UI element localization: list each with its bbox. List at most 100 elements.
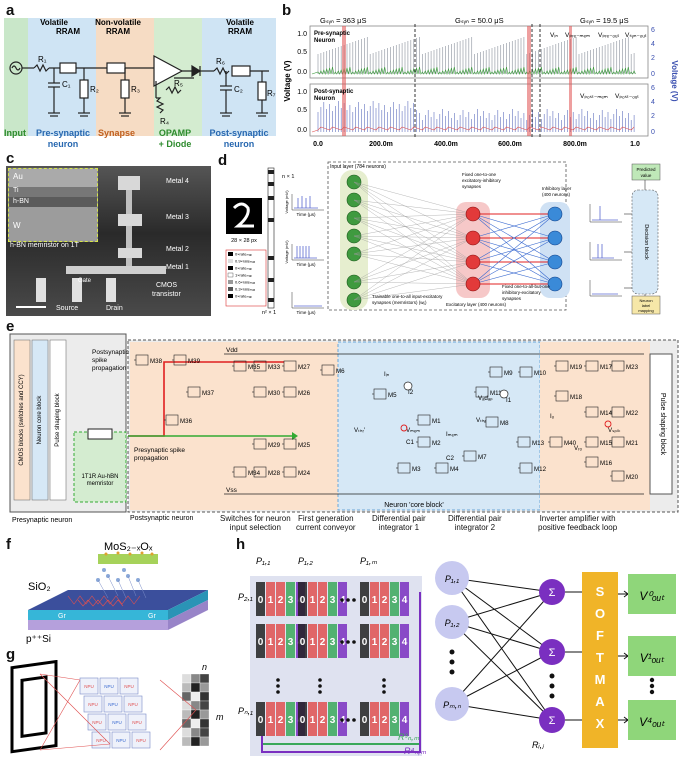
- ytick-r-bot-0: 6: [651, 85, 655, 92]
- npu-cell: NPU: [99, 677, 119, 695]
- panel-d-network: 28 × 28 px n × 1 n² × 1 0×rateₘₐₓ 0.9×ra…: [225, 161, 661, 316]
- gsyn-2: Gₛᵧₙ = 50.0 μS: [455, 16, 504, 25]
- caption-dpi1-1: Differential pair: [372, 514, 426, 523]
- ellipsis-dot: [352, 718, 356, 722]
- cmos-label: CMOS: [156, 282, 177, 289]
- transistor-label: M23: [626, 364, 639, 371]
- inh-exc-synapse: [472, 213, 556, 263]
- npu-cell: NPU: [127, 713, 147, 731]
- voltage-axis-1: Voltage (mV): [284, 190, 289, 214]
- svg-text:3: 3: [392, 595, 398, 606]
- transistor-label: M26: [298, 390, 311, 397]
- svg-text:0: 0: [258, 715, 264, 726]
- caption-inverter: Inverter amplifier with positive feedbac…: [538, 514, 617, 532]
- mapping-line3: mapping: [638, 308, 653, 313]
- output-pixel: [190, 718, 201, 729]
- transistor-label: M16: [600, 460, 613, 467]
- volatile-rram-2-line1: Volatile: [226, 18, 254, 27]
- node-label: Vₘₑₘ: [406, 427, 420, 434]
- transistor: M9: [488, 366, 513, 378]
- current-source: [499, 389, 509, 399]
- pattern-frame: [10, 660, 58, 754]
- via-1: [126, 190, 132, 214]
- svg-text:Pₘ,ₙ: Pₘ,ₙ: [443, 700, 461, 710]
- transistor: M4: [434, 462, 459, 474]
- svg-text:V⁰ₒᵤₜ: V⁰ₒᵤₜ: [639, 589, 665, 603]
- softmax-letter: X: [596, 716, 605, 731]
- bottom-spike-traces: [311, 101, 635, 133]
- svg-text:Σ: Σ: [549, 587, 556, 599]
- input-node: P₁,₁: [435, 561, 469, 595]
- metal2-pad: [118, 248, 142, 258]
- volatile-rram-1-line2: RRAM: [56, 27, 80, 36]
- weight-line: [451, 577, 553, 721]
- panel-c-sem: Au Ti h-BN W h-BN memristor on 1T Metal …: [6, 166, 211, 316]
- w-layer: [9, 207, 97, 241]
- softmax-letter: S: [596, 584, 605, 599]
- transistor-label: M25: [298, 442, 311, 449]
- input-synapse: [353, 237, 474, 301]
- caption-dpi2-2: integrator 2: [454, 523, 496, 532]
- projection-line: [159, 709, 197, 751]
- svg-text:2: 2: [382, 715, 388, 726]
- inh-exc-synapse: [472, 213, 556, 285]
- ellipsis-dot: [649, 677, 655, 683]
- mapping-line2: label: [642, 303, 651, 308]
- svg-text:Σ: Σ: [549, 715, 556, 727]
- panel-e-circuit: CMOS blocks (switches and CCY) Neuron co…: [9, 333, 679, 524]
- ytick-r-top-0: 6: [651, 27, 655, 34]
- memristor-line2: memristor: [87, 481, 114, 487]
- softmax-letter: F: [596, 628, 604, 643]
- transistor: M37: [186, 386, 215, 398]
- input-pattern: [10, 660, 58, 754]
- post-neuron-line1: Post-synaptic: [209, 128, 269, 138]
- metal2-label: Metal 2: [166, 246, 189, 253]
- inhibitory-neuron: [547, 206, 563, 222]
- ellipsis-dot: [340, 598, 344, 602]
- input-vector: [267, 167, 275, 309]
- sio2-label: SiO₂: [28, 581, 51, 593]
- gsyn-1: Gₛᵧₙ = 363 μS: [320, 16, 367, 25]
- svg-text:NPU: NPU: [116, 738, 126, 743]
- r1-label: R₁: [38, 55, 47, 64]
- ellipsis-dot: [346, 598, 350, 602]
- inhibitory-nodes: [547, 206, 563, 292]
- transistor: M24: [282, 466, 311, 478]
- r5-label: R₅: [174, 79, 183, 88]
- trainable-line1: Trainable one-to-all input-excitatory: [372, 294, 443, 299]
- core-region: [337, 341, 541, 511]
- pre-neuron-line1: Pre-synaptic: [35, 128, 91, 138]
- svg-text:4: 4: [402, 715, 408, 726]
- c1-label: C₁: [62, 80, 71, 89]
- ellipsis-dot: [449, 659, 455, 665]
- softmax-letter: T: [596, 650, 604, 665]
- transistor-label: M21: [626, 440, 639, 447]
- ytick-l-bot-0: 1.0: [297, 89, 307, 96]
- transistor: M17: [584, 360, 613, 372]
- node-labels: IᵢₙI2VₘₑₘC1IₘₑₘC2VₐdₐₚVₜₕᵣI1IₒVₛₚₗₖVₜₕᵣ′…: [354, 371, 621, 462]
- node-label: Iₘₑₘ: [446, 431, 458, 438]
- svg-text:3: 3: [330, 637, 336, 648]
- ylabel-left: Voltage (V): [283, 60, 292, 102]
- pre-neuron-line2: Neuron: [314, 38, 335, 44]
- transistor: M2: [416, 436, 441, 448]
- ellipsis-dot: [549, 683, 555, 689]
- svg-text:2: 2: [320, 637, 326, 648]
- input-synapse: [353, 199, 474, 285]
- input-synapse: [353, 213, 474, 283]
- input-synapse: [353, 217, 474, 263]
- drain-contact: [106, 278, 116, 302]
- input-synapse: [353, 261, 474, 301]
- transistor-label: M27: [298, 364, 311, 371]
- ti-text: Ti: [13, 187, 19, 194]
- svg-text:NPU: NPU: [104, 684, 114, 689]
- gr-layer-front: [28, 610, 168, 620]
- input-synapse: [353, 213, 474, 255]
- weight-label: Rᵢ,ⱼ: [532, 740, 545, 750]
- node-label: C2: [446, 455, 454, 462]
- caption-dpi1: Differential pair integrator 1: [372, 514, 426, 532]
- r4-label: R⁴ₙ,ₘ: [404, 746, 426, 756]
- vss-label: Vss: [226, 487, 238, 494]
- probe-node: [400, 424, 408, 432]
